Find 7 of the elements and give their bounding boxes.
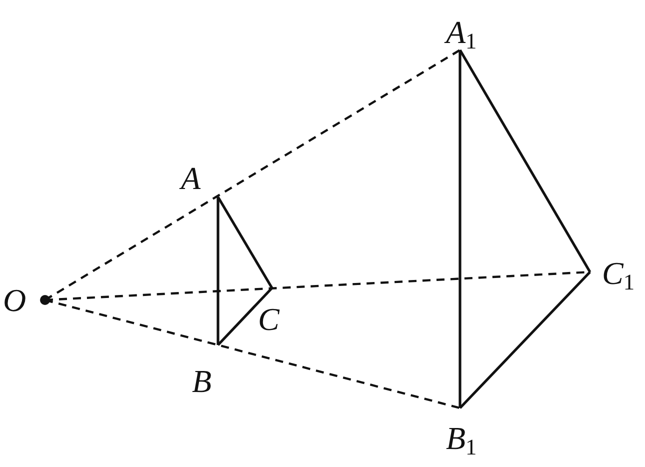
point-label: B: [192, 365, 212, 397]
point-label: O: [3, 284, 26, 316]
point-label: C$_{1}$: [602, 257, 635, 294]
point-label: A$_{1}$: [446, 16, 477, 53]
point-label: B$_{1}$: [446, 422, 477, 459]
point-label: C: [258, 303, 280, 335]
point-label: A: [181, 162, 201, 194]
